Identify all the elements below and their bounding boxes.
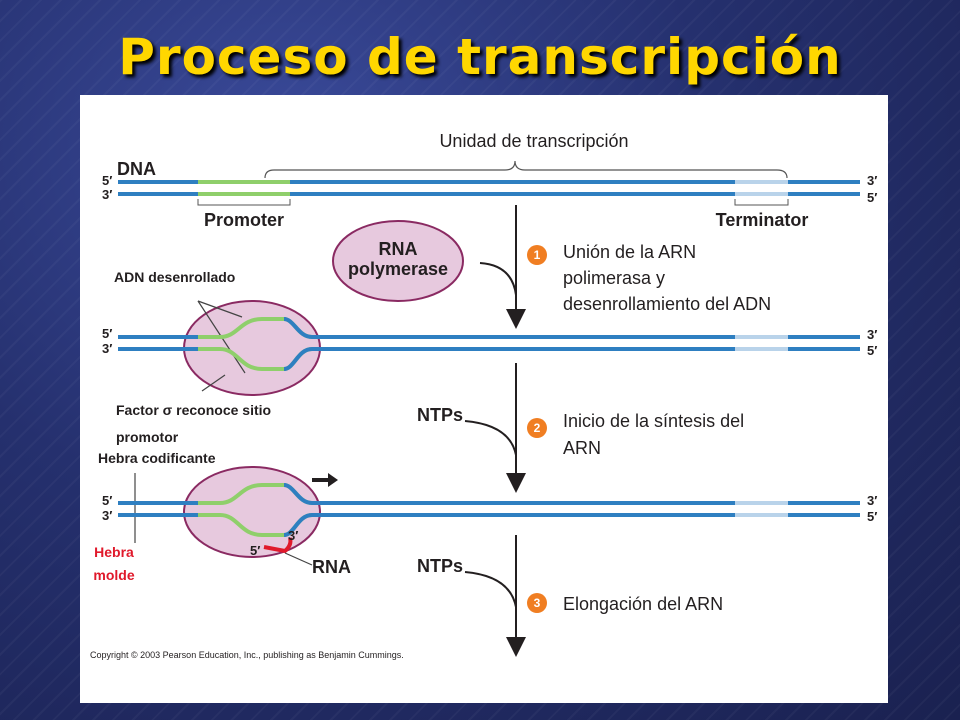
- template-strand-label-2: molde: [93, 567, 134, 583]
- rna-3prime: 3′: [288, 528, 298, 543]
- ntps-label-1: NTPs: [417, 405, 463, 425]
- terminator-bracket: [734, 199, 789, 206]
- step-2-badge: [527, 418, 547, 438]
- row2-5prime-left: 5′: [102, 326, 112, 341]
- transcription-diagram: Unidad de transcripción DNA 5′ 3′ Promot…: [90, 131, 877, 660]
- terminator-label: Terminator: [716, 210, 809, 230]
- coding-strand-label: Hebra codificante: [98, 450, 216, 466]
- rna-pointer: [284, 552, 313, 566]
- row2-5prime-right: 5′: [867, 343, 877, 358]
- rna-polymerase-label-1: RNA: [379, 239, 418, 259]
- row2-3prime-left: 3′: [102, 341, 112, 356]
- row3-unwound-top-blue: [283, 483, 313, 505]
- rna-label: RNA: [312, 557, 351, 577]
- rna-polymerase-free: RNA polymerase: [332, 220, 464, 302]
- step-1-line-2: polimerasa y: [563, 268, 665, 288]
- promoter-label: Promoter: [204, 210, 284, 230]
- dna-row-3: Hebra codificante 5′ 3′ 3′ 5′ 5′ 3′ RNA …: [93, 450, 877, 583]
- template-strand-label-1: Hebra: [94, 544, 134, 560]
- row3-unwound-bottom-blue: [283, 513, 313, 537]
- step-1-line-3: desenrollamiento del ADN: [563, 294, 771, 314]
- dna-5prime-left: 5′: [102, 173, 112, 188]
- dna-5prime-right: 5′: [867, 190, 877, 205]
- unwound-bottom-blue: [283, 347, 313, 371]
- sigma-label-2: promotor: [116, 429, 179, 445]
- polymerase-binding-curve: [479, 262, 517, 296]
- rna-5prime: 5′: [250, 543, 260, 558]
- direction-arrowhead: [328, 473, 338, 487]
- row3-3prime-left: 3′: [102, 508, 112, 523]
- rna-polymerase-label-2: polymerase: [348, 259, 448, 279]
- unwound-pointer-2: [197, 300, 243, 318]
- step-1-badge: [527, 245, 547, 265]
- transcription-unit-label: Unidad de transcripción: [439, 131, 628, 151]
- transcription-unit-bracket: [264, 160, 788, 179]
- sigma-label-1: Factor σ reconoce sitio: [116, 402, 271, 418]
- ntps-curve-1: [464, 420, 517, 456]
- sigma-pointer: [201, 374, 226, 392]
- dna-label: DNA: [117, 159, 156, 179]
- rna-polymerase-shape: [332, 220, 464, 302]
- step-2-number: 2: [534, 421, 541, 435]
- diagram-panel: Unidad de transcripción DNA 5′ 3′ Promot…: [80, 95, 888, 703]
- step-2-line-2: ARN: [563, 438, 601, 458]
- ntps-label-2: NTPs: [417, 556, 463, 576]
- ntps-curve-2: [464, 571, 517, 608]
- row3-3prime-right: 3′: [867, 493, 877, 508]
- step-1-number: 1: [534, 248, 541, 262]
- step-3-number: 3: [534, 596, 541, 610]
- unwound-top-blue: [283, 317, 313, 339]
- step-3-line-1: Elongación del ARN: [563, 594, 723, 614]
- step-3-badge: [527, 593, 547, 613]
- dna-row-2: ADN desenrollado 5′ 3′ 3′ 5′ Factor σ re…: [102, 269, 877, 445]
- dna-3prime-right: 3′: [867, 173, 877, 188]
- slide-title: Proceso de transcripción: [118, 28, 842, 86]
- rna-transcript: [263, 537, 293, 554]
- step-1-line-1: Unión de la ARN: [563, 242, 696, 262]
- copyright-text: Copyright © 2003 Pearson Education, Inc.…: [90, 650, 404, 660]
- row3-5prime-left: 5′: [102, 493, 112, 508]
- row2-3prime-right: 3′: [867, 327, 877, 342]
- dna-row-1: DNA 5′ 3′ Promoter Terminator 3′ 5′: [102, 159, 877, 230]
- step-2-line-1: Inicio de la síntesis del: [563, 411, 744, 431]
- unwound-dna-label: ADN desenrollado: [114, 269, 235, 285]
- dna-3prime-left: 3′: [102, 187, 112, 202]
- promoter-bracket: [197, 199, 291, 206]
- row3-5prime-right: 5′: [867, 509, 877, 524]
